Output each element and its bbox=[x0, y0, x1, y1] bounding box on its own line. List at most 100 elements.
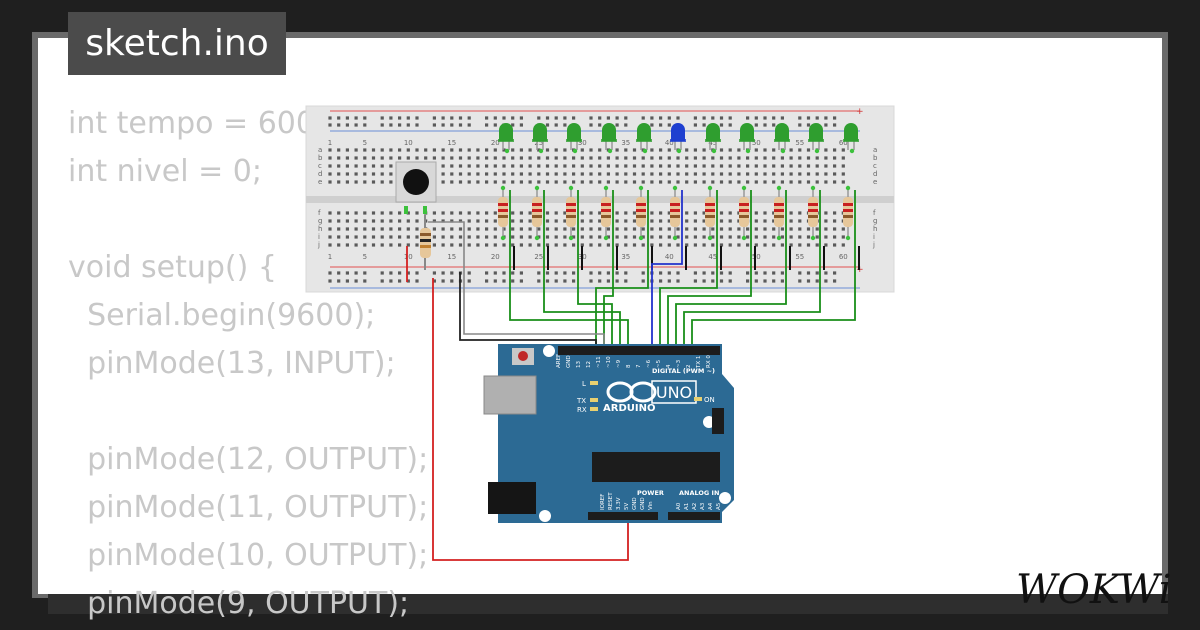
pin-label: GND bbox=[640, 497, 646, 510]
pushbutton[interactable] bbox=[395, 161, 437, 203]
led[interactable] bbox=[566, 123, 582, 154]
wire bbox=[651, 190, 683, 349]
resistor bbox=[843, 185, 860, 270]
pin-label: 4 bbox=[666, 364, 672, 368]
row-letter: b bbox=[318, 154, 323, 162]
pin-label: ~5 bbox=[656, 359, 662, 368]
column-number: 15 bbox=[447, 139, 456, 147]
pin-label: A2 bbox=[692, 503, 698, 510]
pin-label: A0 bbox=[676, 502, 682, 510]
wire bbox=[683, 190, 821, 349]
pin-label: ~10 bbox=[606, 356, 612, 368]
code-line: Serial.begin(9600); bbox=[68, 298, 376, 333]
code-line: pinMode(12, OUTPUT); bbox=[68, 442, 429, 477]
power-label: POWER bbox=[637, 489, 664, 497]
column-number: 60 bbox=[839, 139, 848, 147]
pin-label: A4 bbox=[708, 502, 714, 510]
code-line: int tempo = 600 bbox=[68, 106, 315, 141]
led[interactable] bbox=[843, 123, 859, 154]
power-jack bbox=[488, 482, 536, 514]
column-number: 35 bbox=[621, 139, 630, 147]
pin-label: A3 bbox=[700, 502, 706, 510]
wire bbox=[428, 221, 605, 349]
led[interactable] bbox=[532, 123, 548, 154]
row-letter: h bbox=[873, 225, 877, 233]
row-letter: e bbox=[873, 178, 877, 186]
pin-label: ~6 bbox=[646, 359, 652, 368]
column-number: 40 bbox=[665, 253, 674, 261]
row-letter: i bbox=[873, 233, 875, 241]
code-line: pinMode(9, OUTPUT); bbox=[68, 586, 410, 621]
column-number: 55 bbox=[795, 253, 804, 261]
pin-label: 13 bbox=[576, 361, 582, 368]
wokwi-logo: WOKWi bbox=[1016, 565, 1186, 615]
column-number: 30 bbox=[578, 139, 587, 147]
pin-label: GND bbox=[632, 497, 638, 510]
rx-label: RX bbox=[577, 406, 587, 414]
code-line: void setup() { bbox=[68, 250, 277, 285]
tx-label: TX bbox=[576, 397, 586, 405]
led[interactable] bbox=[739, 123, 755, 154]
brand-label: ARDUINO bbox=[603, 403, 655, 414]
column-number: 15 bbox=[447, 253, 456, 261]
wokwi-logo-text: WOKWi bbox=[1016, 567, 1172, 613]
arduino-uno-board[interactable]: UNO ARDUINO DIGITAL (PWM ~) ON L TX RX P… bbox=[483, 344, 734, 523]
pin-label: 3.3V bbox=[616, 497, 622, 510]
resistor bbox=[498, 185, 515, 270]
card-shadow bbox=[48, 594, 1168, 614]
column-number: 5 bbox=[363, 253, 367, 261]
led[interactable] bbox=[705, 123, 721, 154]
column-number: 20 bbox=[491, 139, 500, 147]
led[interactable] bbox=[601, 123, 617, 154]
row-letter: f bbox=[873, 209, 876, 217]
code-line: pinMode(13, INPUT); bbox=[68, 346, 396, 381]
pin-label: 7 bbox=[636, 364, 642, 368]
led[interactable] bbox=[774, 123, 790, 154]
row-letter: a bbox=[873, 146, 877, 154]
row-letter: d bbox=[318, 170, 322, 178]
wires bbox=[404, 190, 856, 561]
column-number: 45 bbox=[708, 139, 717, 147]
analog-label: ANALOG IN bbox=[679, 489, 719, 497]
row-letter: d bbox=[873, 170, 877, 178]
resistor bbox=[636, 185, 653, 270]
wire bbox=[509, 190, 629, 349]
pin-label: 5V bbox=[624, 503, 630, 510]
resistor bbox=[670, 185, 687, 270]
row-letter: j bbox=[317, 241, 320, 249]
pin-label: 12 bbox=[586, 361, 592, 368]
wire bbox=[432, 278, 629, 561]
led[interactable] bbox=[636, 123, 652, 154]
rail-plus-label: + bbox=[856, 107, 864, 117]
row-letter: c bbox=[873, 162, 877, 170]
column-number: 10 bbox=[404, 253, 413, 261]
l-label: L bbox=[582, 380, 586, 388]
row-letter: f bbox=[318, 209, 321, 217]
pin-label: ~9 bbox=[616, 359, 622, 368]
led[interactable] bbox=[808, 123, 824, 154]
wire bbox=[659, 190, 718, 349]
wire bbox=[577, 190, 613, 349]
pin-label: A5 bbox=[716, 502, 722, 510]
pin-label: Vin bbox=[648, 501, 654, 510]
button-resistor bbox=[420, 215, 431, 270]
row-letter: a bbox=[318, 146, 322, 154]
code-line: pinMode(10, OUTPUT); bbox=[68, 538, 429, 573]
resistor bbox=[705, 185, 722, 270]
arduino-logo-icon bbox=[606, 381, 657, 403]
pin-label: A1 bbox=[684, 503, 690, 510]
column-number: 50 bbox=[752, 139, 761, 147]
resistor-array bbox=[498, 185, 860, 270]
sketch-tab[interactable]: sketch.ino bbox=[68, 12, 286, 75]
led[interactable] bbox=[498, 123, 514, 154]
led[interactable] bbox=[670, 123, 686, 154]
column-number: 60 bbox=[839, 253, 848, 261]
resistor bbox=[601, 185, 618, 270]
wire bbox=[691, 190, 856, 349]
pin-label: ~11 bbox=[596, 356, 602, 368]
column-number: 50 bbox=[752, 253, 761, 261]
analog-header bbox=[668, 512, 720, 520]
row-letter: e bbox=[318, 178, 322, 186]
